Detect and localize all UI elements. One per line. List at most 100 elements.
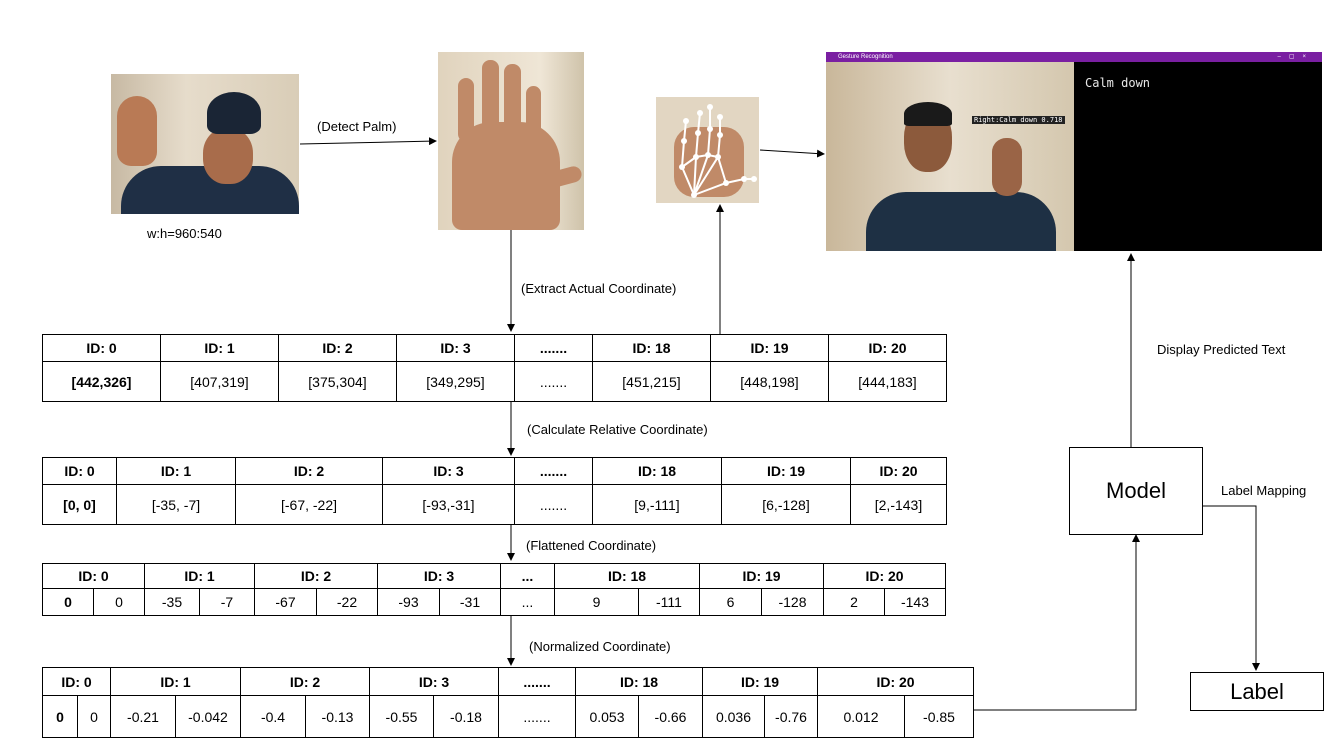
table-cell: 0 [42,695,78,738]
table-header: ID: 0 [42,563,145,589]
table-cell: ....... [514,361,593,402]
palm-crop-photo [438,52,584,230]
camera-feed: Right:Calm down 0.718 [826,62,1074,251]
table-header: ID: 19 [699,563,824,589]
table-header: ....... [514,457,593,485]
table-header: ....... [498,667,576,696]
table-cell: ....... [498,695,576,738]
raised-hand [117,96,157,166]
display-label: Display Predicted Text [1157,342,1286,357]
table-cell: [349,295] [396,361,515,402]
table-header: ID: 20 [828,334,947,362]
table-header: ID: 0 [42,334,161,362]
hand-landmark-skeleton [679,104,757,198]
table-cell: -0.85 [904,695,974,738]
table-cell: 0 [77,695,111,738]
table-cell: 6 [699,588,762,616]
table-cell: 0.036 [702,695,765,738]
table-cell: [-67, -22] [235,484,383,525]
model-label: Model [1106,478,1166,503]
table-header: ID: 20 [823,563,946,589]
table-cell: 2 [823,588,885,616]
model-box: Model [1069,447,1203,535]
table-header: ID: 1 [144,563,255,589]
table-header: ID: 19 [721,457,851,485]
table-cell: -0.66 [638,695,703,738]
label-mapping-label: Label Mapping [1221,483,1307,498]
arrow-landmarks-to-window [759,149,825,158]
table-cell: ....... [514,484,593,525]
table-cell: [407,319] [160,361,279,402]
normalized-coordinate-table: ID: 0 ID: 1 ID: 2 ID: 3 ....... ID: 18 I… [42,667,974,738]
table-cell: [375,304] [278,361,397,402]
table-header: ID: 3 [396,334,515,362]
table-cell: -67 [254,588,317,616]
table-header: ... [500,563,555,589]
table-cell: [9,-111] [592,484,722,525]
table-cell: [-35, -7] [116,484,236,525]
table-cell: [448,198] [710,361,829,402]
table-cell: [444,183] [828,361,947,402]
table-header: ID: 2 [240,667,370,696]
table-header: ID: 3 [377,563,501,589]
detect-palm-label: (Detect Palm) [317,119,397,134]
label-box: Label [1190,672,1324,711]
table-cell: [-93,-31] [382,484,515,525]
table-cell: -0.76 [764,695,818,738]
table-cell: 0.053 [575,695,639,738]
table-header: ID: 19 [710,334,829,362]
extract-label: (Extract Actual Coordinate) [521,281,677,296]
table-header: ID: 2 [278,334,397,362]
table-header: ID: 1 [116,457,236,485]
table-cell: -0.042 [175,695,241,738]
relative-label: (Calculate Relative Coordinate) [527,422,708,437]
table-header: ID: 18 [575,667,703,696]
table-cell: [451,215] [592,361,711,402]
table-header: ID: 20 [850,457,947,485]
table-cell: -0.13 [305,695,370,738]
table-cell: -128 [761,588,824,616]
aspect-ratio-label: w:h=960:540 [147,226,222,241]
label-text: Label [1230,678,1284,704]
table-cell: -93 [377,588,440,616]
table-cell: 0 [93,588,145,616]
table-header: ID: 20 [817,667,974,696]
table-header: ID: 19 [702,667,818,696]
arrow-detect-palm [299,137,437,146]
table-cell: 9 [554,588,639,616]
table-cell: -0.4 [240,695,306,738]
flattened-coordinate-table: ID: 0 ID: 1 ID: 2 ID: 3 ... ID: 18 ID: 1… [42,563,946,616]
predicted-text: Calm down [1085,76,1151,90]
window-titlebar: Gesture Recognition –▢× [826,52,1322,62]
window-controls[interactable]: –▢× [1277,54,1314,60]
table-cell: ... [500,588,555,616]
table-cell: [6,-128] [721,484,851,525]
table-header: ID: 18 [592,334,711,362]
table-header: ID: 2 [254,563,378,589]
gesture-recognition-window: Gesture Recognition –▢× Right:Calm down … [826,52,1322,251]
table-cell: -0.21 [110,695,176,738]
table-cell: -111 [638,588,700,616]
table-header: ID: 18 [554,563,700,589]
arrow-to-model [973,534,1140,711]
table-cell: -0.18 [433,695,499,738]
flattened-label: (Flattened Coordinate) [526,538,657,553]
table-header: ID: 0 [42,457,117,485]
table-cell: -0.55 [369,695,434,738]
input-frame-photo [111,74,299,214]
table-header: ID: 18 [592,457,722,485]
normalized-label: (Normalized Coordinate) [529,639,671,654]
relative-coordinate-table: ID: 0 ID: 1 ID: 2 ID: 3 ....... ID: 18 I… [42,457,947,525]
beanie [207,92,261,134]
table-header: ID: 3 [382,457,515,485]
table-cell: [0, 0] [42,484,117,525]
table-cell: -22 [316,588,378,616]
prediction-overlay: Right:Calm down 0.718 [972,116,1065,124]
table-header: ID: 1 [160,334,279,362]
landmark-photo [656,97,759,203]
table-cell: [2,-143] [850,484,947,525]
table-cell: [442,326] [42,361,161,402]
table-header: ID: 3 [369,667,499,696]
table-cell: 0.012 [817,695,905,738]
